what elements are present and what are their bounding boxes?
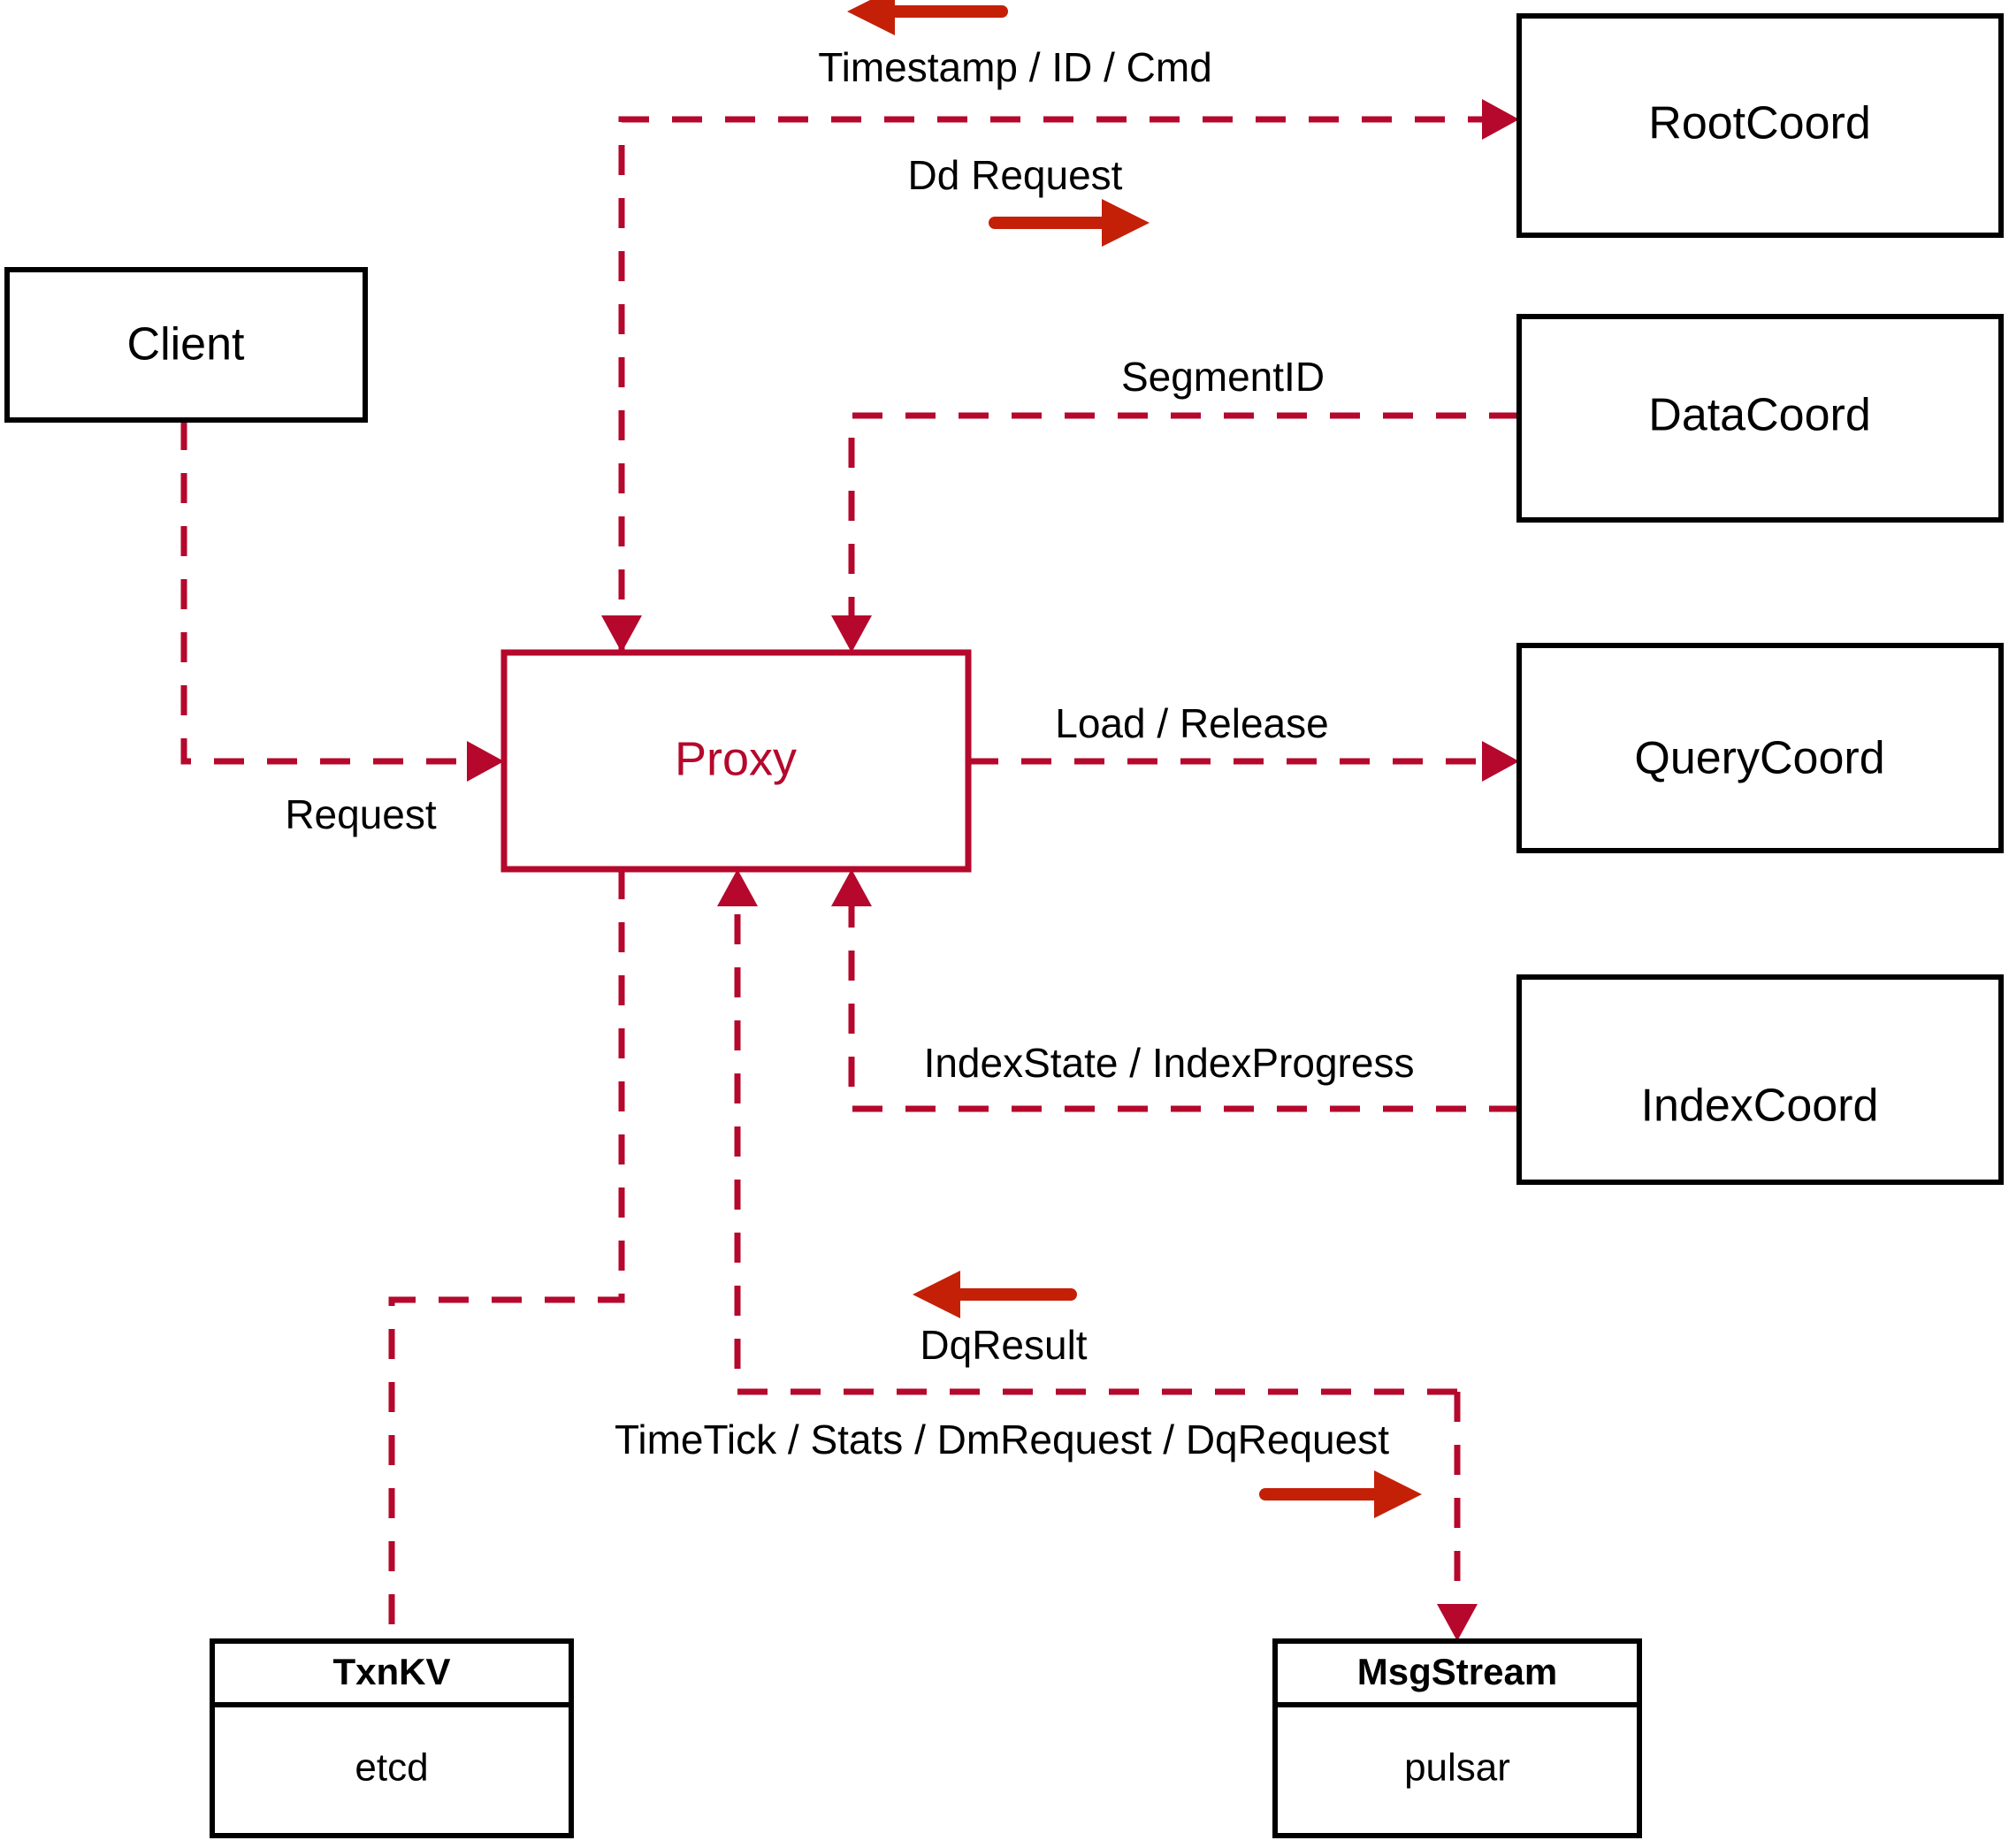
arrowhead-proxy-to-rootcoord [1482,99,1519,140]
edge-proxy-to-txnkv [388,869,625,1641]
arrowhead-proxy-to-msgstream [1437,1604,1478,1641]
solid-arrow-timestamp [847,0,1008,35]
node-proxy[interactable]: Proxy [500,649,972,873]
edge-label-dq-result: DqResult [920,1322,1087,1368]
edge-label-timetick-stats: TimeTick / Stats / DmRequest / DqRequest [615,1417,1389,1462]
arrowhead-client-to-proxy [467,741,504,782]
edge-label-dd-request: Dd Request [908,152,1123,198]
arrowhead-indexcoord-to-proxy [831,869,872,906]
node-indexcoord[interactable]: IndexCoord [1516,974,2004,1185]
edge-label-load-release: Load / Release [1055,700,1328,746]
node-indexcoord-label: IndexCoord [1641,1081,1879,1132]
edge-label-index-state-progress: IndexState / IndexProgress [924,1040,1415,1086]
node-rootcoord-label: RootCoord [1648,98,1870,149]
edge-label-segment-id: SegmentID [1121,354,1325,400]
node-client-label: Client [127,319,245,370]
node-datacoord-label: DataCoord [1648,390,1870,441]
arrowhead-msgstream-to-proxy [717,869,758,906]
node-datacoord[interactable]: DataCoord [1516,314,2004,523]
node-proxy-label: Proxy [675,732,797,785]
solid-arrow-dd-request [989,199,1150,247]
node-querycoord-label: QueryCoord [1634,733,1884,784]
node-msgstream-body: pulsar [1404,1746,1510,1790]
arrowhead-proxy-to-querycoord [1482,741,1519,782]
edge-msgstream-to-proxy [734,887,1457,1395]
arrowhead-into-proxy-top-left [601,615,642,653]
node-txnkv-body: etcd [355,1746,428,1790]
node-client[interactable]: Client [4,267,368,423]
edge-label-timestamp-id-cmd: Timestamp / ID / Cmd [818,44,1212,90]
edge-proxy-to-rootcoord [618,116,1501,653]
edge-label-request: Request [285,791,437,837]
edge-client-to-proxy [180,420,486,765]
node-txnkv-header: TxnKV [332,1651,450,1692]
edge-indexcoord-to-proxy [848,887,1519,1112]
arrowhead-into-proxy-top-right [831,615,872,653]
edge-datacoord-to-proxy [848,412,1519,653]
solid-arrow-dq-result [913,1271,1077,1318]
node-txnkv[interactable]: TxnKV etcd [210,1638,574,1838]
node-msgstream-header: MsgStream [1357,1651,1557,1692]
node-msgstream[interactable]: MsgStream pulsar [1272,1638,1642,1838]
solid-arrow-dm-request [1259,1470,1422,1518]
node-querycoord[interactable]: QueryCoord [1516,643,2004,853]
node-rootcoord[interactable]: RootCoord [1516,13,2004,238]
